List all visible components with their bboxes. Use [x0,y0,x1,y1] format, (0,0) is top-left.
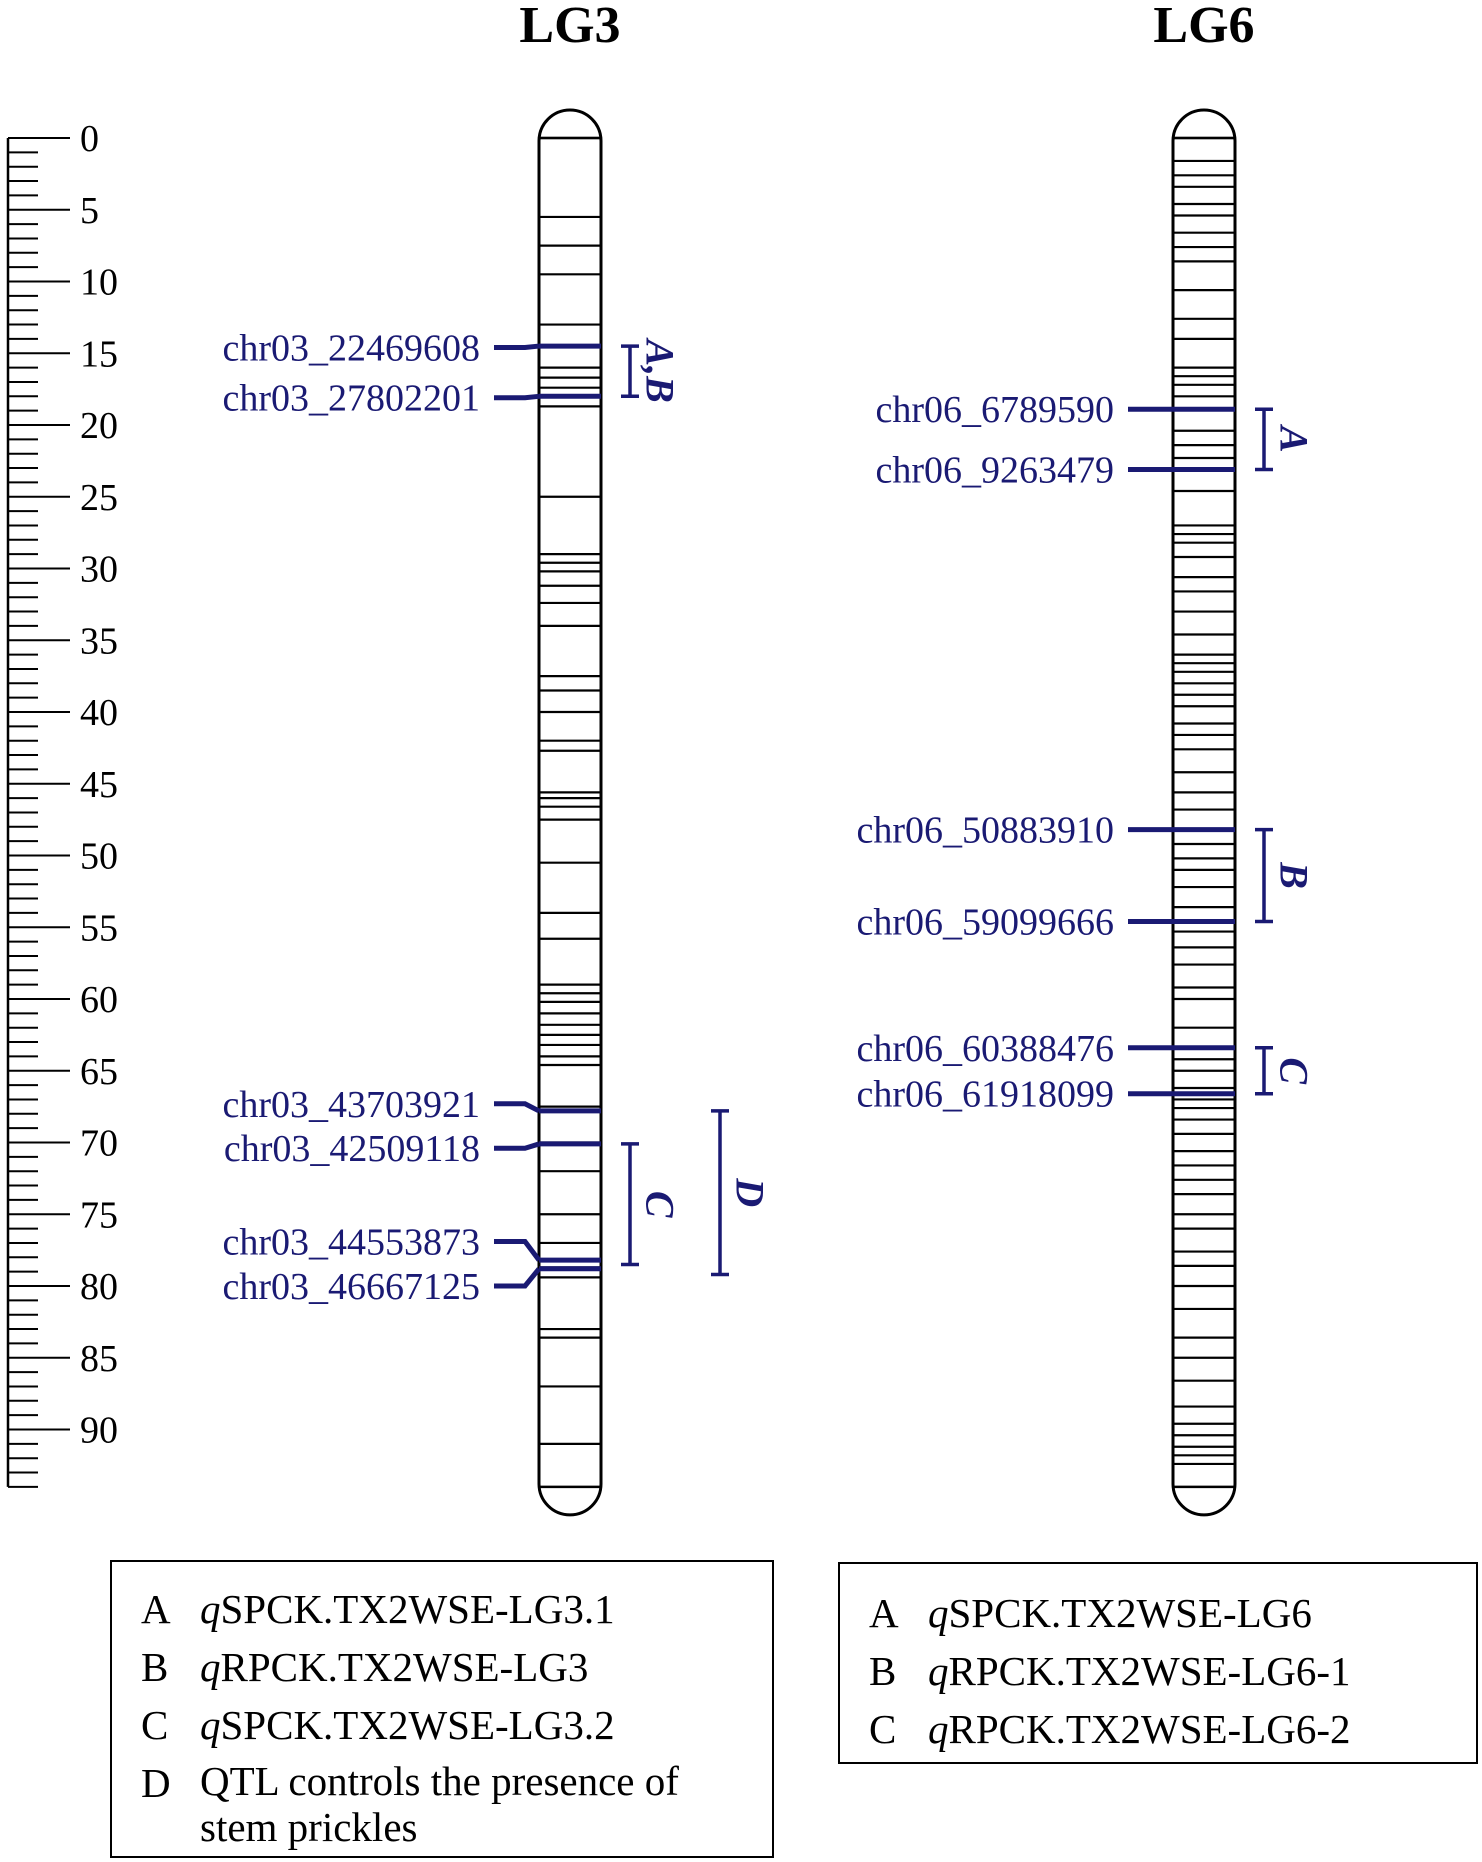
ruler-tick-label: 85 [80,1338,118,1380]
ruler-tick-label: 50 [80,836,118,878]
ruler-tick-label: 15 [80,333,118,375]
legend-label: qSPCK.TX2WSE-LG3.1 [200,1586,615,1632]
ruler-tick-label: 70 [80,1123,118,1165]
marker-connector-line [494,1239,541,1262]
legend-label: qSPCK.TX2WSE-LG6 [928,1590,1312,1636]
ruler-tick-label: 60 [80,979,118,1021]
linkage-group-lg3: LG3 chr03_22469608 chr03_27802201 chr03_43… [222,0,773,1517]
ruler-tick-label: 65 [80,1051,118,1093]
marker-connector-line [494,1141,540,1151]
legend-item: B qRPCK.TX2WSE-LG3 [141,1642,748,1692]
marker-connector-line [494,1101,541,1114]
marker-label: chr06_6789590 [875,389,1114,431]
ruler-tick-label: 90 [80,1410,118,1452]
qtl-label: A,B [638,337,683,403]
legend-key: C [869,1706,897,1752]
qtl-label: C [1272,1057,1317,1085]
ruler-tick-label: 40 [80,692,118,734]
legend-item: B qRPCK.TX2WSE-LG6-1 [869,1646,1452,1696]
legend-label: qRPCK.TX2WSE-LG6-1 [928,1648,1351,1694]
marker-label: chr06_9263479 [875,449,1114,491]
legend-label: QTL controls the presence of stem prickl… [200,1758,679,1850]
marker-label: chr03_27802201 [222,378,480,420]
marker-label: chr06_59099666 [856,902,1114,944]
marker-label: chr03_43703921 [222,1084,480,1126]
legend-key: A [141,1586,171,1632]
legend-lg6: A qSPCK.TX2WSE-LG6 B qRPCK.TX2WSE-LG6-1 … [838,1562,1478,1764]
legend-key: A [869,1590,899,1636]
qtl-label: B [1272,861,1317,889]
ruler-tick-label: 75 [80,1194,118,1236]
chromosome-bar [537,108,603,1517]
ruler-tick-label: 45 [80,764,118,806]
legend-lg3: A qSPCK.TX2WSE-LG3.1 B qRPCK.TX2WSE-LG3 … [110,1560,774,1858]
linkage-group-title-lg6: LG6 [1153,0,1254,54]
linkage-group-title-lg3: LG3 [519,0,620,54]
ruler-tick-label: 30 [80,549,118,591]
legend-item: C qRPCK.TX2WSE-LG6-2 [869,1704,1452,1754]
marker-label: chr03_46667125 [222,1266,480,1308]
ruler-tick-label: 10 [80,262,118,304]
ruler-tick-label: 55 [80,907,118,949]
legend-item: A qSPCK.TX2WSE-LG3.1 [141,1584,748,1634]
legend-key: B [141,1644,169,1690]
legend-key: D [141,1760,171,1806]
marker-connector-line [494,343,540,351]
marker-label: chr03_44553873 [222,1222,480,1264]
ruler-tick-label: 5 [80,190,99,232]
legend-label: qRPCK.TX2WSE-LG6-2 [928,1706,1351,1752]
marker-label: chr06_50883910 [856,810,1114,852]
linkage-group-lg6: LG6 chr06_6789590 chr06_9263479 chr06_5088… [856,0,1317,1517]
marker-label: chr06_61918099 [856,1074,1114,1116]
legend-item: D QTL controls the presence of stem pric… [141,1758,748,1850]
ruler-tick-label: 20 [80,405,118,447]
legend-label: qRPCK.TX2WSE-LG3 [200,1644,589,1690]
ruler-tick-label: 0 [80,118,99,160]
legend-key: B [869,1648,897,1694]
ruler-tick-label: 25 [80,477,118,519]
legend-item: A qSPCK.TX2WSE-LG6 [869,1588,1452,1638]
cm-scale-ruler: 0 5 10 15 20 25 30 35 40 45 50 55 60 65 70 75 80 85 90 [6,118,118,1488]
marker-connector-line [494,393,540,401]
legend-key: C [141,1702,169,1748]
qtl-label: C [638,1191,683,1219]
legend-label: qSPCK.TX2WSE-LG3.2 [200,1702,615,1748]
marker-label: chr06_60388476 [856,1028,1114,1070]
chromosome-bar [1171,108,1237,1517]
marker-label: chr03_22469608 [222,328,480,370]
marker-connector-line [494,1267,541,1289]
qtl-label: A [1272,423,1317,453]
legend-item: C qSPCK.TX2WSE-LG3.2 [141,1700,748,1750]
marker-label: chr03_42509118 [224,1128,480,1170]
ruler-tick-label: 80 [80,1266,118,1308]
qtl-label: D [728,1177,773,1207]
ruler-tick-label: 35 [80,620,118,662]
